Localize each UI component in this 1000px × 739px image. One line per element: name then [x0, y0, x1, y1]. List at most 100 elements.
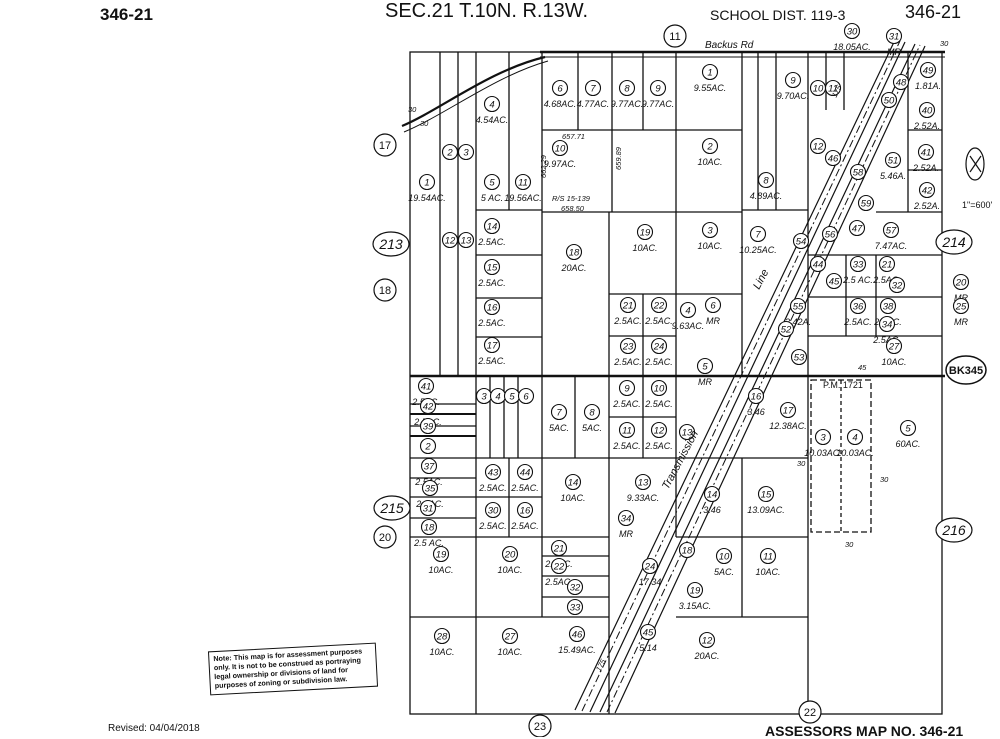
- parcel-label: 515.46A.: [880, 151, 906, 181]
- parcel-label: 11: [824, 79, 842, 97]
- parcel-area: 4.77AC.: [577, 99, 610, 109]
- parcel-label: 162.5AC.: [510, 501, 539, 531]
- parcel-label: 2: [441, 143, 459, 161]
- parcel-label: 52: [777, 320, 795, 338]
- parcel-circle: [516, 501, 534, 519]
- parcel-number: 20: [504, 550, 516, 561]
- parcel-label: 89.77AC.: [611, 79, 644, 109]
- parcel-circle: [821, 225, 839, 243]
- parcel-circle: [419, 499, 437, 517]
- parcel-number: 21: [622, 301, 634, 312]
- adjacent-section-number: 18: [379, 285, 391, 297]
- parcel-label: 163.46: [747, 387, 765, 417]
- parcel-label: 20 10AC.: [497, 545, 523, 575]
- parcel-label: 3: [475, 387, 493, 405]
- parcel-circle: [639, 623, 657, 641]
- line-label: Line: [751, 267, 771, 291]
- parcel-circle: [757, 485, 775, 503]
- parcel-number: 22: [553, 562, 565, 573]
- parcel-area: 3.15AC.: [679, 601, 712, 611]
- dimension-text: 30: [797, 459, 806, 468]
- parcel-circle: [701, 221, 719, 239]
- parcel-circle: [432, 545, 450, 563]
- parcel-number: 11: [828, 84, 838, 95]
- parcel-number: 1: [707, 68, 712, 79]
- parcel-label: 15 13.09AC.: [747, 485, 785, 515]
- parcel-area: 10AC.: [697, 241, 722, 251]
- parcel-number: 20: [955, 278, 967, 289]
- parcel-number: 3: [481, 392, 487, 403]
- parcel-label: 139.33AC.: [627, 473, 660, 503]
- parcel-area: 10.03AC.: [836, 448, 874, 458]
- parcel-label: 10: [809, 79, 827, 97]
- parcel-number: 16: [487, 303, 498, 314]
- parcel-number: 3: [820, 433, 826, 444]
- parcel-label: 6MR: [704, 296, 722, 326]
- adjacent-section-circle: [528, 714, 552, 737]
- dimension-text: 658.50: [561, 204, 585, 213]
- parcel-area: 5AC.: [714, 567, 734, 577]
- parcel-circle: [484, 463, 502, 481]
- parcel-area: 9.97AC.: [544, 159, 577, 169]
- parcel-circle: [878, 255, 896, 273]
- parcel-area: 10AC.: [697, 157, 722, 167]
- parcel-label: 33 2.5 AC.: [842, 255, 873, 285]
- adjacent-page-number: 213: [378, 236, 403, 252]
- parcel-label: 442.5AC.: [510, 463, 539, 493]
- adjacent-page-number: 216: [941, 522, 966, 538]
- parcel-number: 5: [905, 424, 911, 435]
- parcel-circle: [583, 403, 601, 421]
- parcel-label: 109.97AC.: [544, 139, 577, 169]
- parcel-label: 47: [848, 219, 866, 237]
- parcel-area: 13.09AC.: [747, 505, 785, 515]
- parcel-number: 15: [761, 490, 772, 501]
- parcel-number: 50: [884, 96, 895, 107]
- parcel-number: 2: [424, 442, 431, 453]
- parcel-number: 48: [896, 78, 907, 89]
- parcel-area: 2.5AC.: [544, 577, 573, 587]
- parcel-area: 10AC.: [497, 565, 522, 575]
- parcel-number: 39: [423, 422, 434, 433]
- parcel-circle: [483, 298, 501, 316]
- revised-date: Revised: 04/04/2018: [108, 723, 200, 734]
- parcel-area: 2.52A.: [912, 163, 939, 173]
- parcel-label: 56: [821, 225, 839, 243]
- parcel-number: 42: [922, 186, 933, 197]
- parcel-circle: [566, 578, 584, 596]
- parcel-circle: [420, 457, 438, 475]
- adjacent-section-circle: [373, 133, 397, 157]
- parcel-circle: [849, 255, 867, 273]
- parcel-circle: [641, 557, 659, 575]
- book-ref: BK345: [949, 365, 983, 377]
- parcel-number: 33: [853, 260, 864, 271]
- parcel-circle: [892, 73, 910, 91]
- parcel-circle: [879, 297, 897, 315]
- parcel-circle: [441, 231, 459, 249]
- parcel-number: 10: [654, 384, 665, 395]
- parcel-label: 152.5AC.: [477, 258, 506, 288]
- parcel-number: 9: [624, 384, 630, 395]
- parcel-area: MR: [706, 316, 720, 326]
- parcel-circle: [650, 337, 668, 355]
- parcel-number: 13: [682, 428, 693, 439]
- parcel-label: 577.47AC.: [875, 221, 907, 251]
- parcel-area: 9.77AC.: [611, 99, 644, 109]
- parcel-area: 9.63AC.: [672, 321, 705, 331]
- parcel-label: 44.54AC.: [476, 95, 508, 125]
- parcel-area: 5AC.: [549, 423, 569, 433]
- parcel-circle: [483, 258, 501, 276]
- parcel-area: 9.33AC.: [627, 493, 660, 503]
- parcel-area: 3.46: [747, 407, 765, 417]
- parcel-area: 2.5 AC.: [842, 275, 873, 285]
- parcel-number: 12: [654, 426, 665, 437]
- adjacent-section-number: 22: [804, 707, 816, 719]
- parcel-circle: [484, 501, 502, 519]
- parcel-circle: [784, 71, 802, 89]
- parcel-number: 14: [487, 222, 498, 233]
- parcel-number: 1: [424, 178, 429, 189]
